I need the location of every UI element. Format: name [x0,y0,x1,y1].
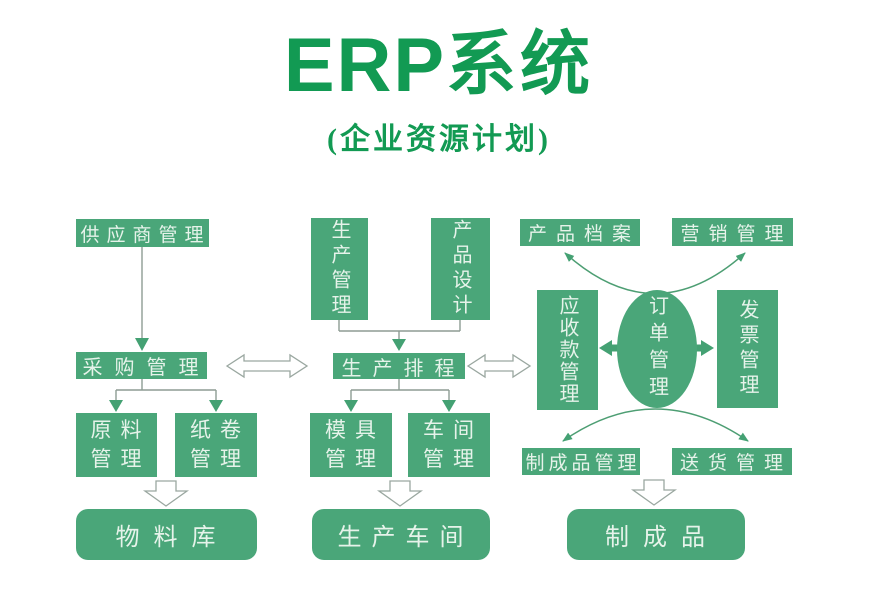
node-workshop-management: 车间 管理 [408,413,490,477]
node-order-management: 订单管理 [617,290,697,408]
join-to-scheduling [338,320,461,340]
curve-order-to-archive-marketing [564,252,746,295]
block-down-arrow-icon [142,480,190,507]
node-label: 订单管理 [645,295,668,403]
arrowhead-down-icon [442,400,456,412]
node-finished-product: 制成品 [567,509,745,560]
node-production-scheduling: 生产排程 [333,353,465,380]
block-down-arrow-icon [630,479,678,506]
page-subtitle: (企业资源计划) [327,123,551,156]
node-raw-material-management: 原料 管理 [76,413,157,477]
node-material-warehouse: 物料库 [76,509,257,560]
node-invoice-management: 发票管理 [717,290,778,408]
node-paper-roll-management: 纸卷 管理 [175,413,257,477]
node-delivery-management: 送货管理 [672,448,792,475]
page-title: ERP系统 [0,28,878,104]
node-product-design: 产品设计 [431,218,490,320]
branch-scheduling [350,379,450,401]
arrowhead-down-icon [344,400,358,412]
node-product-archive: 产品档案 [520,219,640,246]
title-cjk: 系统 [446,27,595,104]
arrowhead-down-icon [109,400,123,412]
node-production-management: 生产管理 [311,218,368,320]
title-block: ERP系统 (企业资源计划) [0,28,878,158]
curve-order-to-finished-delivery [562,408,749,442]
node-mold-management: 模具 管理 [310,413,392,477]
node-label: 产品设计 [449,219,471,319]
arrow-right-icon [695,340,714,356]
arrow-left-icon [599,340,618,356]
arrowhead-down-icon [392,339,406,351]
node-label: 应收款管理 [556,295,578,405]
node-marketing-management: 营销管理 [672,218,793,246]
block-down-arrow-icon [376,480,424,507]
node-receivables-management: 应收款管理 [537,290,598,410]
node-label: 发票管理 [736,299,758,399]
title-latin: ERP [283,23,447,108]
node-purchasing-management: 采购管理 [76,352,207,379]
node-finished-product-management: 制成品管理 [522,448,640,475]
double-arrow-icon [466,353,532,379]
node-label: 生产管理 [328,219,350,319]
node-production-workshop: 生产车间 [312,509,490,560]
node-supplier-management: 供应商管理 [76,219,209,247]
arrowhead-down-icon [209,400,223,412]
arrowhead-down-icon [135,338,149,351]
double-arrow-icon [225,353,309,379]
branch-purchasing [115,379,217,401]
